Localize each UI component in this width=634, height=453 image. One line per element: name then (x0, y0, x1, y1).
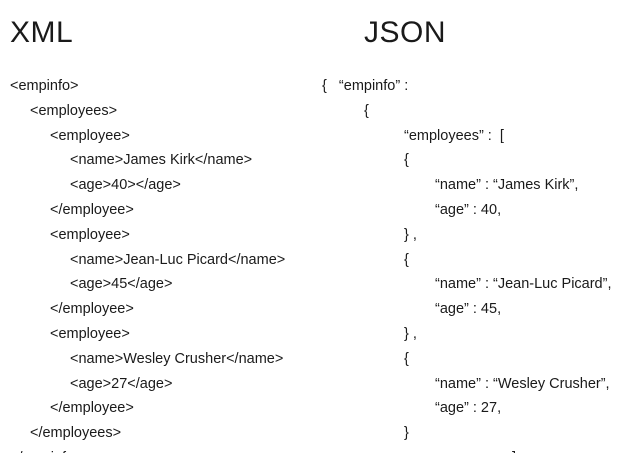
json-line: { “empinfo” : (0, 74, 611, 99)
json-line-text: “name” : “Wesley Crusher”, (435, 375, 610, 392)
json-line-text: { (404, 350, 409, 367)
json-line: “age” : 45, (0, 297, 611, 322)
xml-line: <employees> (0, 99, 285, 124)
xml-line-text: <employee> (50, 325, 130, 342)
xml-line-text: <age>27</age> (70, 375, 173, 392)
json-line-text: ] (512, 446, 516, 453)
xml-line-text: </employee> (50, 301, 134, 318)
json-line-text: { “empinfo” : (322, 78, 409, 94)
json-line: ] (0, 446, 611, 453)
xml-line-text: <empinfo> (10, 78, 79, 94)
json-line-text: { (404, 251, 409, 268)
xml-line-text: <age>45</age> (70, 276, 173, 293)
json-line-text: “name” : “James Kirk”, (435, 177, 579, 194)
json-line-text: “age” : 40, (435, 201, 502, 218)
xml-line-text: </employee> (50, 400, 134, 417)
xml-line-text: <age>40></age> (70, 177, 181, 194)
json-line-text: { (404, 152, 409, 169)
xml-line: <empinfo> (0, 74, 285, 99)
json-line: { (0, 347, 611, 372)
json-line: } (0, 421, 611, 446)
xml-line: <name>Jean-Luc Picard</name> (0, 248, 285, 273)
xml-line: <name>Wesley Crusher</name> (0, 347, 285, 372)
xml-line-text: <employee> (50, 226, 130, 243)
xml-line-text: </employee> (50, 201, 134, 218)
json-line: “employees” : [ (0, 124, 611, 149)
xml-line-text: <name>Wesley Crusher</name> (70, 350, 284, 367)
xml-line: </employee> (0, 297, 285, 322)
xml-line: </employee> (0, 198, 285, 223)
json-line: } , (0, 223, 611, 248)
json-line: { (0, 99, 611, 124)
xml-line-text: </employees> (30, 425, 122, 442)
xml-panel-heading: XML (10, 16, 74, 49)
xml-line: </employee> (0, 396, 285, 421)
json-line: “name” : “James Kirk”, (0, 173, 611, 198)
json-code-block: { “empinfo” : { “employees” : [ { “name” : “… (0, 74, 611, 453)
xml-line-text: <employee> (50, 127, 130, 144)
json-line: “age” : 27, (0, 396, 611, 421)
json-panel-heading: JSON (364, 16, 447, 49)
xml-line: <employee> (0, 322, 285, 347)
xml-line: <employee> (0, 223, 285, 248)
json-line: “name” : “Wesley Crusher”, (0, 372, 611, 397)
json-line: “age” : 40, (0, 198, 611, 223)
json-line-text: “age” : 45, (435, 301, 502, 318)
json-line-text: } (404, 425, 409, 442)
json-line-text: { (364, 102, 369, 119)
json-line-text: } , (404, 325, 417, 342)
json-line-text: “name” : “Jean-Luc Picard”, (435, 276, 612, 293)
xml-line: <age>45</age> (0, 272, 285, 297)
xml-code-block: <empinfo> <employees> <employee> <name>Jame… (0, 74, 285, 453)
json-line: } , (0, 322, 611, 347)
json-line: “name” : “Jean-Luc Picard”, (0, 272, 611, 297)
xml-line: <name>James Kirk</name> (0, 148, 285, 173)
json-line-text: “employees” : [ (404, 127, 504, 144)
xml-line-text: <employees> (30, 102, 118, 119)
xml-line-text: </empinfo> (10, 446, 83, 453)
xml-line-text: <name>James Kirk</name> (70, 152, 253, 169)
json-line: { (0, 248, 611, 273)
json-line-text: } , (404, 226, 417, 243)
xml-line-text: <name>Jean-Luc Picard</name> (70, 251, 286, 268)
json-line: { (0, 148, 611, 173)
json-line-text: “age” : 27, (435, 400, 502, 417)
xml-line: <employee> (0, 124, 285, 149)
xml-line: <age>27</age> (0, 372, 285, 397)
xml-line: </empinfo> (0, 446, 285, 453)
xml-line: <age>40></age> (0, 173, 285, 198)
xml-line: </employees> (0, 421, 285, 446)
